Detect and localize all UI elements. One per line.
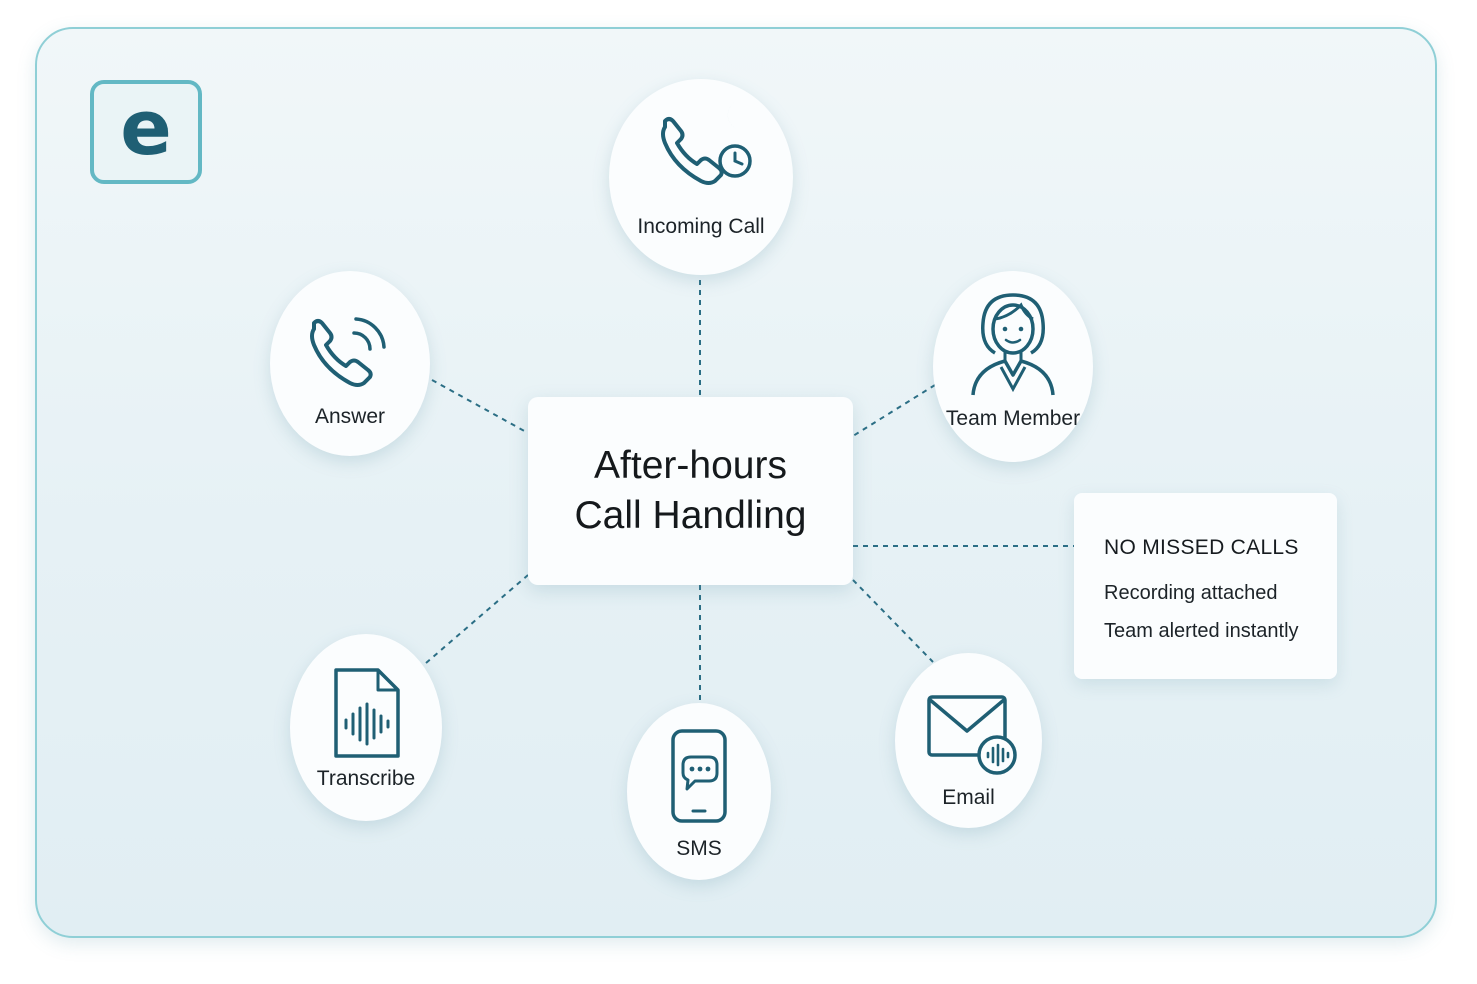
node-label: Incoming Call (637, 215, 765, 238)
node-label: Answer (314, 405, 386, 428)
node-label: SMS (676, 837, 722, 860)
node-transcribe: Transcribe (290, 634, 442, 821)
node-email: Email (895, 653, 1042, 828)
phone-moon-clock-icon (661, 101, 752, 185)
node-answer: Answer (270, 271, 430, 456)
center-title-box: After-hours Call Handling (528, 397, 853, 585)
note-title: NO MISSED CALLS (1104, 536, 1299, 559)
node-label: Email (942, 786, 995, 809)
envelope-audio-icon (927, 695, 1017, 775)
phone-ringing-icon (310, 317, 386, 387)
note-line-alerted: Team alerted instantly (1104, 620, 1299, 642)
note-line-recording: Recording attached (1104, 582, 1278, 604)
node-sms: SMS (627, 703, 771, 880)
logo: e (90, 80, 202, 184)
person-icon (971, 293, 1055, 396)
logo-letter: e (120, 83, 172, 172)
node-incoming-call: Incoming Call (609, 79, 793, 275)
node-label: Transcribe (316, 767, 416, 790)
audio-file-icon (334, 668, 400, 758)
node-team-member: Team Member (933, 271, 1093, 462)
center-title-line2: Call Handling (574, 494, 807, 537)
node-label: Team Member (945, 407, 1081, 430)
mobile-chat-icon (671, 729, 727, 823)
note-box: NO MISSED CALLS Recording attached Team … (1074, 493, 1337, 679)
center-title-line1: After-hours (594, 444, 787, 487)
